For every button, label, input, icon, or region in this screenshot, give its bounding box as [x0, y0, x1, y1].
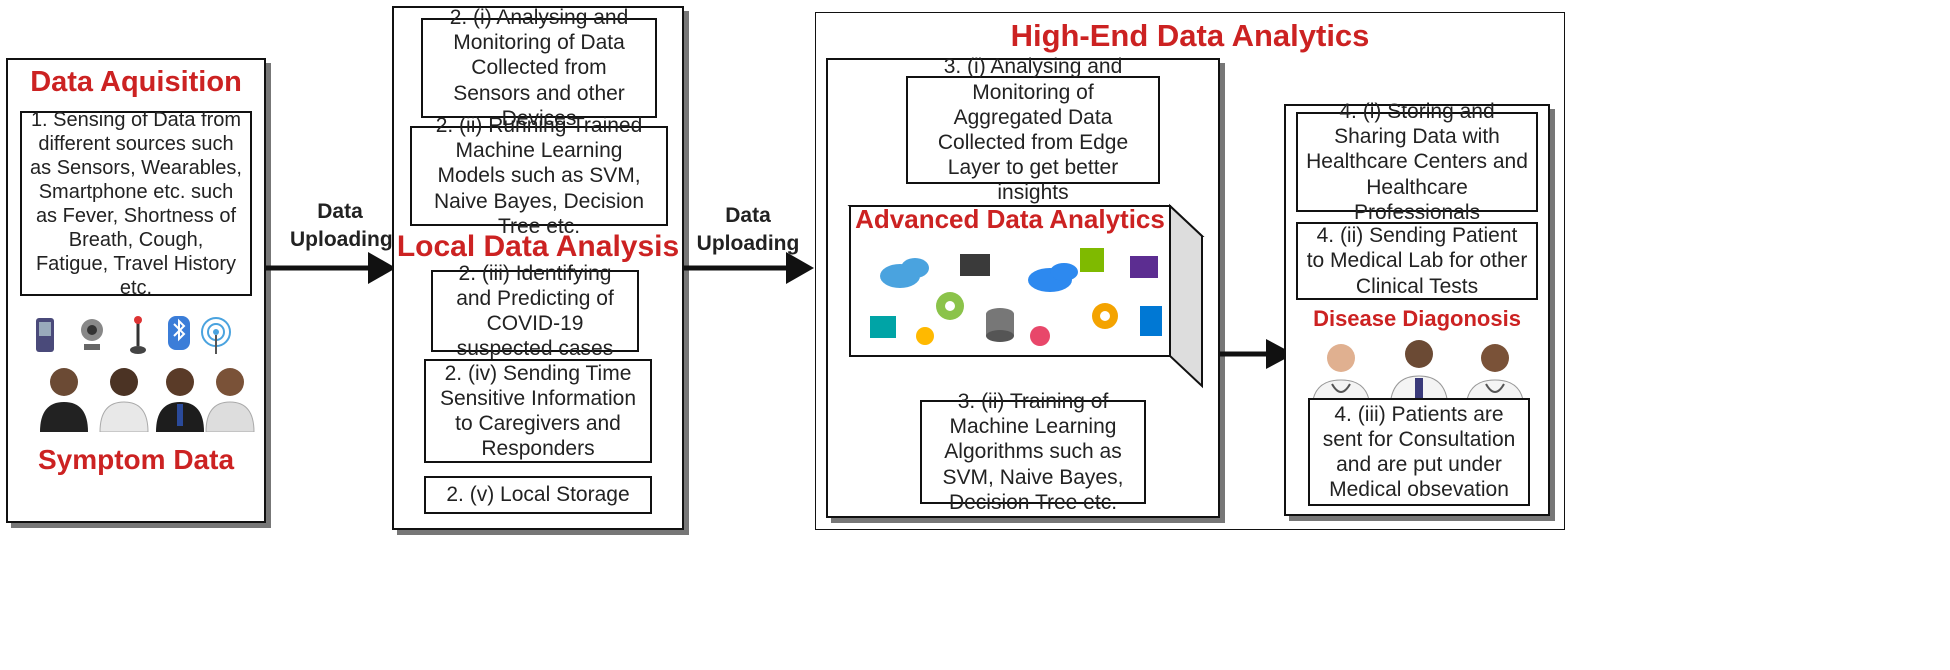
storage-icon [1140, 306, 1162, 336]
sensing-box: 1. Sensing of Data from different source… [20, 109, 252, 299]
storing-sharing-box: 4. (i) Storing and Sharing Data with Hea… [1296, 100, 1538, 224]
local-box-2: 2. (ii) Running Trained Machine Learning… [410, 114, 668, 238]
database-icon [986, 308, 1014, 342]
upload-label-2-line2: Uploading [696, 232, 800, 256]
local-box-3: 2. (iii) Identifying and Predicting of C… [431, 262, 639, 360]
upload-label-2-line1: Data [725, 204, 771, 227]
chart-icon [1130, 256, 1158, 278]
local-box-1: 2. (i) Analysing and Monitoring of Data … [421, 6, 657, 130]
gear-icon [1092, 303, 1118, 329]
person-icon [156, 368, 204, 432]
consultation-box: 4. (iii) Patients are sent for Consultat… [1308, 398, 1530, 506]
cloud-icon [880, 258, 929, 288]
cloud-icon [1028, 263, 1078, 292]
monitor-icon [960, 254, 990, 276]
highend-title: High-End Data Analytics [1010, 18, 1370, 53]
data-acquisition-title: Data Aquisition [30, 66, 242, 98]
gear-icon [936, 292, 964, 320]
upload-label-1-line1: Data [317, 200, 363, 223]
advanced-analytics-title: Advanced Data Analytics [855, 204, 1165, 234]
bluetooth-icon [168, 316, 190, 350]
server-icon [870, 316, 896, 338]
upload-label-2: Data Uploading [686, 202, 810, 259]
local-analysis-title: Local Data Analysis [396, 230, 680, 263]
sensor-icon [130, 316, 146, 354]
person-icon [205, 368, 255, 432]
training-box: 3. (ii) Training of Machine Learning Alg… [920, 390, 1146, 514]
person-icon [40, 368, 88, 432]
disease-diagnosis-title: Disease Diagonosis [1313, 306, 1521, 331]
arrow-3 [1218, 339, 1294, 369]
phone-icon [36, 318, 54, 352]
device-icons [36, 316, 231, 354]
webcam-icon [81, 319, 103, 350]
aggregated-analysis-box: 3. (i) Analysing and Monitoring of Aggre… [906, 55, 1160, 204]
arrow-1 [264, 252, 396, 284]
network-icon [1030, 326, 1050, 346]
doctor-icon [1311, 344, 1371, 410]
local-box-4: 2. (iv) Sending Time Sensitive Informati… [424, 359, 652, 463]
app-icon [1080, 248, 1104, 272]
arrow-2 [684, 252, 814, 284]
person-icon [99, 368, 149, 432]
sensor-node-icon [916, 327, 934, 345]
wifi-icon [201, 317, 231, 354]
medical-lab-box: 4. (ii) Sending Patient to Medical Lab f… [1296, 222, 1538, 300]
upload-label-1-line2: Uploading [290, 228, 393, 252]
symptom-data-title: Symptom Data [37, 444, 235, 475]
local-box-5: 2. (v) Local Storage [424, 476, 652, 514]
upload-label-1: Data Uploading [290, 198, 393, 255]
advanced-analytics-cube [847, 203, 1205, 389]
